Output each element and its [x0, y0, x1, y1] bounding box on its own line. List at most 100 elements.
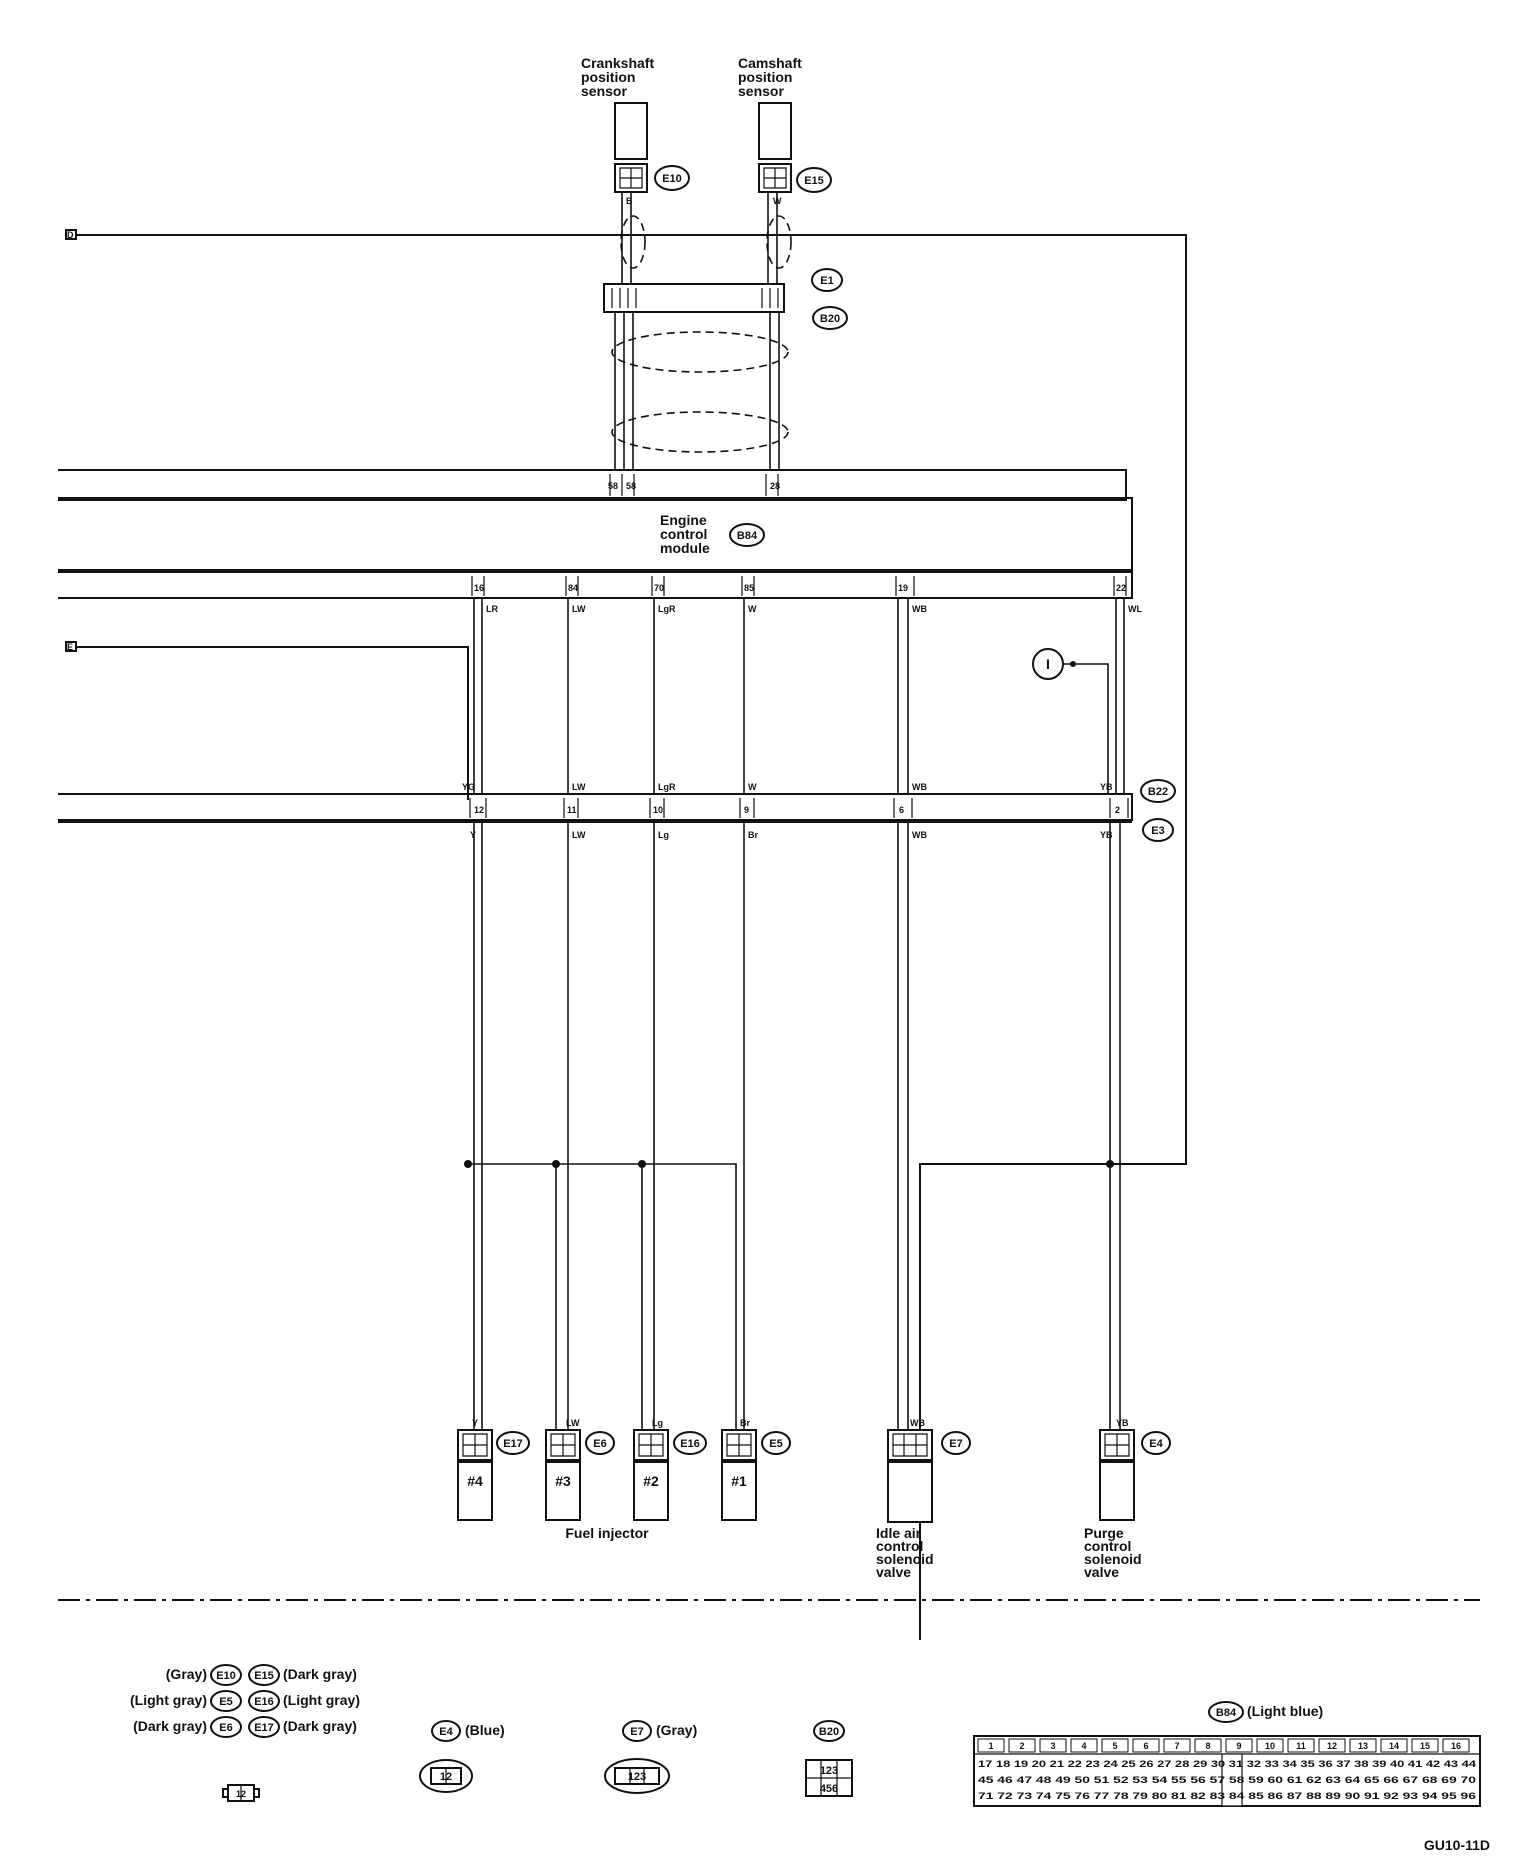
purge-label-1: Purge: [1084, 1525, 1124, 1541]
ground-reference-i: I: [1032, 648, 1109, 794]
legend-row3-left-color: (Dark gray): [133, 1718, 207, 1734]
legend-b84-row2: 45 46 47 48 49 50 51 52 53 54 55 56 57 5…: [978, 1775, 1476, 1785]
b22-pin-11: 11: [567, 805, 577, 815]
legend-e4-pins: 12: [440, 1771, 452, 1783]
b22-pin-2: 2: [1115, 805, 1120, 815]
code-LgR: LgR: [658, 604, 676, 614]
b84-pin-cell: [1442, 1738, 1470, 1753]
legend-row3-left-conn: E6: [219, 1722, 232, 1734]
b84-pin-cell: [1225, 1738, 1253, 1753]
code-low-YB: YB: [1100, 830, 1113, 840]
e17-connector-label: E17: [503, 1438, 523, 1450]
b22-connector-label: B22: [1148, 786, 1168, 798]
idle-air-label-2: control: [876, 1538, 923, 1554]
b84-connector-label: B84: [737, 530, 758, 542]
b22-e3-connector: 12 11 10 9 6 2 B22 E3 YG LW LgR W WB YB …: [58, 779, 1176, 842]
ecm-top-pin-3: 28: [770, 481, 780, 491]
b84-pin-number: 4: [1081, 1741, 1086, 1751]
b84-pin-cell: [1287, 1738, 1315, 1753]
code-mid-YB: YB: [1100, 782, 1113, 792]
injector-3-label: #3: [555, 1473, 571, 1489]
code-LR: LR: [486, 604, 498, 614]
idle-air-label-4: valve: [876, 1564, 911, 1580]
code-mid-YG: YG: [462, 782, 475, 792]
b84-pin-cell: [1039, 1738, 1067, 1753]
b84-pin-number: 15: [1420, 1741, 1430, 1751]
crankshaft-sensor: Crankshaft position sensor E10: [581, 55, 690, 193]
pin-code-br: Br: [740, 1418, 750, 1428]
b84-pin-number: 11: [1296, 1741, 1306, 1751]
e3-connector-label: E3: [1151, 825, 1164, 837]
legend-row3-right-color: (Dark gray): [283, 1718, 357, 1734]
code-mid-WB: WB: [912, 782, 927, 792]
crankshaft-sensor-label-1: Crankshaft: [581, 55, 654, 71]
legend-b20-conn: B20: [819, 1726, 839, 1738]
ecm-pin-19: 19: [898, 583, 908, 593]
code-mid-LgR: LgR: [658, 782, 676, 792]
engine-control-module: 58 58 28 Engine control module B84 16 84…: [58, 469, 1133, 599]
e4-connector-label: E4: [1149, 1438, 1163, 1450]
e5-connector-label: E5: [769, 1438, 782, 1450]
idle-air-label-3: solenoid: [876, 1551, 934, 1567]
b84-pin-cell: [1070, 1738, 1098, 1753]
pin-code-lg: Lg: [652, 1418, 663, 1428]
legend-row1-left-conn: E10: [216, 1670, 236, 1682]
b22-pin-12: 12: [474, 805, 484, 815]
b84-pin-number: 8: [1205, 1741, 1210, 1751]
e6-connector-label: E6: [593, 1438, 606, 1450]
e1-b20-connector: E1 B20: [603, 268, 848, 330]
b22-pin-9: 9: [744, 805, 749, 815]
pin-code-yb: YB: [1116, 1418, 1129, 1428]
ecm-pin-16: 16: [474, 583, 484, 593]
ecm-label-2: control: [660, 526, 707, 542]
code-low-Lg: Lg: [658, 830, 669, 840]
legend-e7-conn: E7: [630, 1726, 643, 1738]
small-connector-pins: 12: [236, 1789, 246, 1799]
ecm-pin-22: 22: [1116, 583, 1126, 593]
b84-pin-number: 9: [1236, 1741, 1241, 1751]
legend-b20-row1: 123: [820, 1765, 838, 1777]
b84-pin-cell: [1380, 1738, 1408, 1753]
diagram-code: GU10-11D: [1424, 1837, 1490, 1853]
e1-connector-label: E1: [820, 275, 833, 287]
ecm-top-pin-2: 58: [626, 481, 636, 491]
b84-pin-number: 6: [1143, 1741, 1148, 1751]
left-references: D E: [65, 229, 1187, 1640]
injector-1-label: #1: [731, 1473, 747, 1489]
b84-pin-number: 7: [1174, 1741, 1179, 1751]
code-low-Y: Y: [470, 830, 476, 840]
injector-2: E16 #2 Lg: [633, 1418, 707, 1521]
b84-pin-cell: [1256, 1738, 1284, 1753]
b84-pin-number: 5: [1112, 1741, 1117, 1751]
e7-connector-label: E7: [949, 1438, 962, 1450]
legend-e7-pins: 123: [628, 1771, 646, 1783]
purge-label-2: control: [1084, 1538, 1131, 1554]
legend-b84-row3: 71 72 73 74 75 76 77 78 79 80 81 82 83 8…: [978, 1791, 1476, 1801]
legend-row1-right-conn: E15: [254, 1670, 274, 1682]
ecm-pin-70: 70: [654, 583, 664, 593]
idle-air-control-valve: E7 Idle air control solenoid valve WB: [876, 1418, 971, 1580]
connector-legend: (Gray) E10 E15 (Dark gray) (Light gray) …: [130, 1664, 1481, 1807]
legend-row2-right-conn: E16: [254, 1696, 274, 1708]
e16-connector-label: E16: [680, 1438, 700, 1450]
b84-pin-number: 2: [1019, 1741, 1024, 1751]
b22-pin-10: 10: [653, 805, 663, 815]
e15-connector-label: E15: [804, 175, 824, 187]
harness-wires-lower: [464, 820, 1121, 1430]
b84-pin-number: 10: [1265, 1741, 1275, 1751]
b84-pin-cell: [1411, 1738, 1439, 1753]
e10-connector-label: E10: [662, 173, 682, 185]
purge-control-valve: E4 Purge control solenoid valve YB: [1084, 1418, 1171, 1580]
code-mid-LW: LW: [572, 782, 586, 792]
pin-code-wb: WB: [910, 1418, 925, 1428]
legend-row1-right-color: (Dark gray): [283, 1666, 357, 1682]
code-mid-W: W: [748, 782, 757, 792]
legend-row2-left-color: (Light gray): [130, 1692, 207, 1708]
code-low-Br: Br: [748, 830, 758, 840]
code-low-WB: WB: [912, 830, 927, 840]
code-WL: WL: [1128, 604, 1142, 614]
camshaft-sensor-label-3: sensor: [738, 83, 784, 99]
b84-pin-number: 14: [1389, 1741, 1399, 1751]
